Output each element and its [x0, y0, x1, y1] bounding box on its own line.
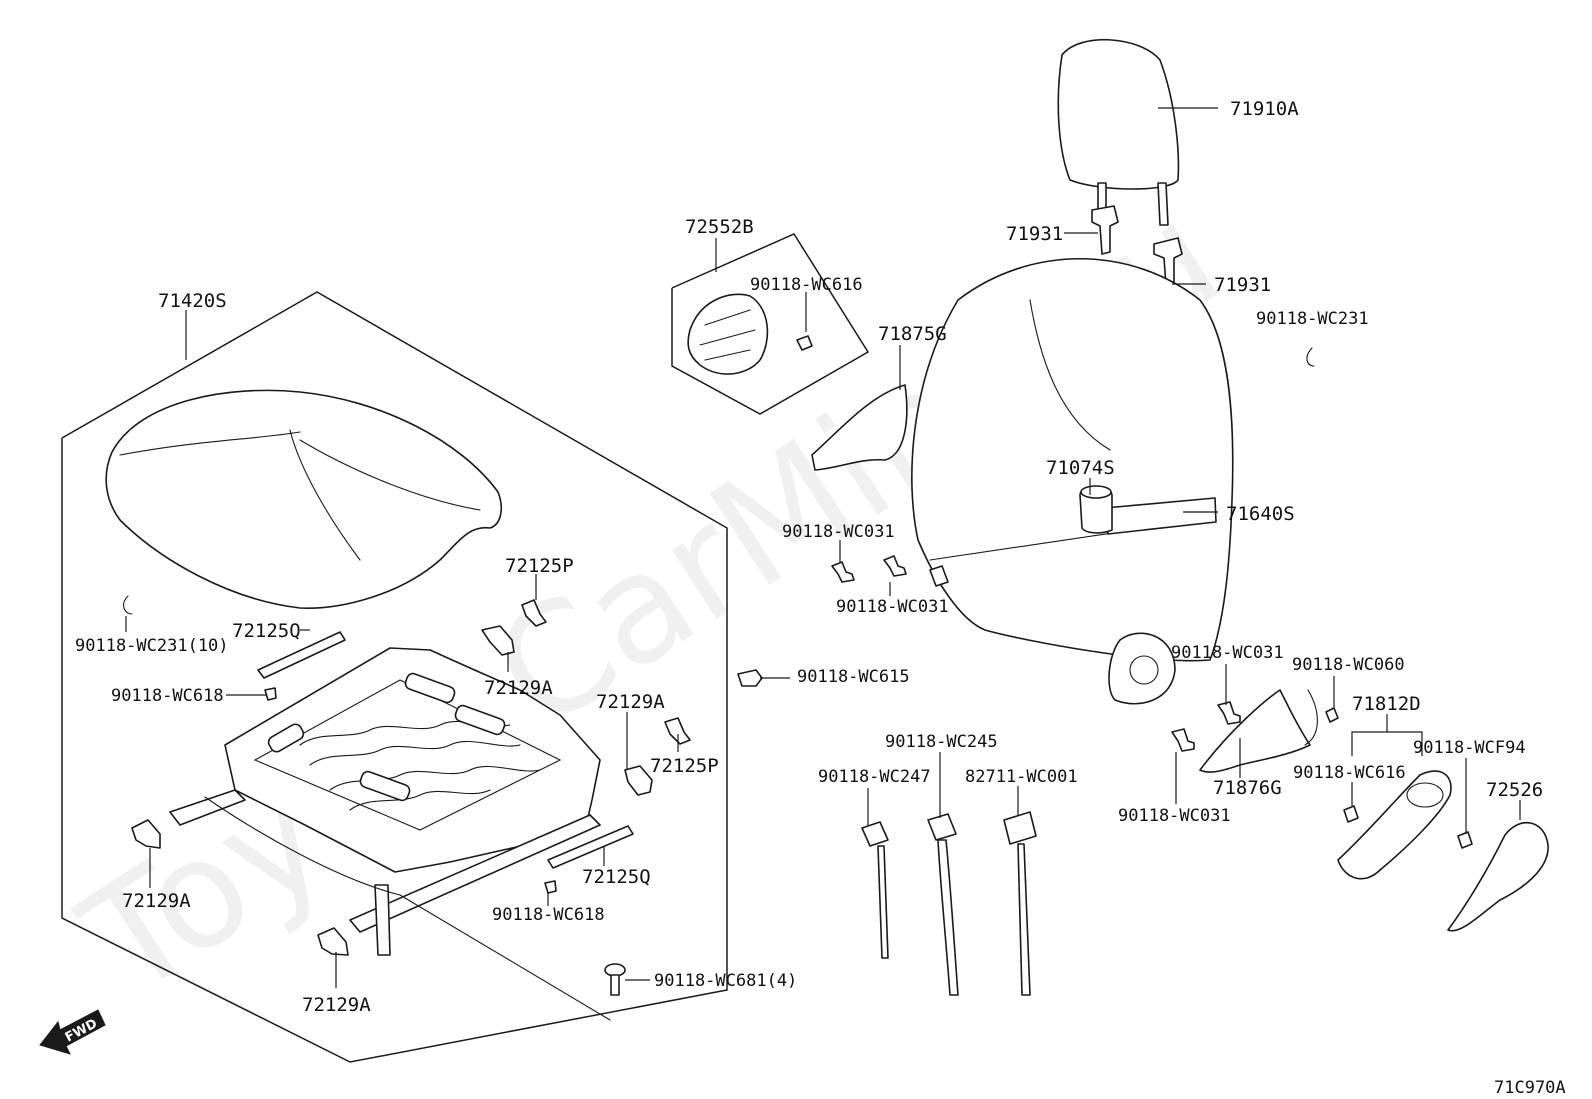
- seatback-module-72552B[interactable]: [687, 293, 769, 375]
- clip-wc616-b[interactable]: [1343, 805, 1359, 823]
- seat-shield-71875G[interactable]: [811, 384, 908, 471]
- label-71876G[interactable]: 71876G: [1213, 777, 1282, 799]
- label-82711-WC001[interactable]: 82711-WC001: [965, 767, 1078, 787]
- clip-72129A-top[interactable]: [481, 625, 515, 656]
- label-90118-WCF94[interactable]: 90118-WCF94: [1413, 738, 1526, 758]
- seat-shield-71876G[interactable]: [1199, 689, 1318, 773]
- label-72129A-a[interactable]: 72129A: [484, 677, 553, 699]
- headrest[interactable]: [1057, 38, 1180, 226]
- clip-72125P-top[interactable]: [521, 599, 547, 627]
- cushion-group-box: [61, 291, 728, 1063]
- clip-wc616-module[interactable]: [796, 335, 813, 351]
- label-90118-WC245[interactable]: 90118-WC245: [885, 732, 998, 752]
- part-labels: 71910A 71931 71931 72552B 90118-WC616 71…: [75, 98, 1566, 1098]
- label-72552B[interactable]: 72552B: [685, 216, 754, 238]
- clip-72125Q-left[interactable]: [257, 631, 346, 679]
- seat-cushion-frame[interactable]: [224, 647, 601, 873]
- screw-wcf94[interactable]: [1457, 831, 1473, 849]
- bolt-wc031-b[interactable]: [883, 555, 907, 577]
- label-90118-WC618-b[interactable]: 90118-WC618: [492, 905, 605, 925]
- leader-lines: [125, 107, 1521, 988]
- label-72129A-b[interactable]: 72129A: [596, 691, 665, 713]
- label-72125P-b[interactable]: 72125P: [650, 755, 719, 777]
- label-72125Q-a[interactable]: 72125Q: [232, 620, 301, 642]
- clip-72125P-mid[interactable]: [664, 717, 691, 745]
- diagram-code: 71C970A: [1494, 1078, 1566, 1098]
- seatback-cover[interactable]: [911, 258, 1234, 662]
- label-72129A-d[interactable]: 72129A: [302, 994, 371, 1016]
- module-box-72552B: [671, 233, 870, 415]
- headrest-support-71074S[interactable]: [1079, 485, 1113, 534]
- recliner-knob-72526[interactable]: [1447, 821, 1549, 932]
- label-71074S[interactable]: 71074S: [1046, 457, 1115, 479]
- label-72125P-a[interactable]: 72125P: [505, 555, 574, 577]
- label-90118-WC616-a[interactable]: 90118-WC616: [750, 275, 863, 295]
- label-71931-a[interactable]: 71931: [1006, 223, 1063, 245]
- screw-wc060[interactable]: [1325, 707, 1339, 723]
- label-71910A[interactable]: 71910A: [1230, 98, 1299, 120]
- clip-wc618-left[interactable]: [264, 687, 277, 701]
- label-90118-WC615[interactable]: 90118-WC615: [797, 667, 910, 687]
- label-90118-WC231-10[interactable]: 90118-WC231(10): [75, 636, 229, 656]
- hog-ring-wc231-a[interactable]: [1306, 347, 1315, 367]
- clip-72129A-left[interactable]: [131, 819, 161, 849]
- clamp-82711[interactable]: [1003, 811, 1037, 996]
- bolt-wc031-a[interactable]: [831, 561, 855, 583]
- label-90118-WC681-4[interactable]: 90118-WC681(4): [654, 971, 797, 991]
- label-90118-WC247[interactable]: 90118-WC247: [818, 767, 931, 787]
- bolt-wc031-c[interactable]: [1217, 701, 1241, 725]
- label-90118-WC616-b[interactable]: 90118-WC616: [1293, 763, 1406, 783]
- headrest-guide-left[interactable]: [1091, 205, 1119, 255]
- label-72129A-c[interactable]: 72129A: [122, 890, 191, 912]
- label-71875G[interactable]: 71875G: [878, 323, 947, 345]
- clip-72125Q-right[interactable]: [547, 825, 634, 869]
- clip-wc615[interactable]: [737, 669, 763, 687]
- clip-wc618-right[interactable]: [544, 880, 557, 894]
- bolt-wc031-d[interactable]: [1171, 728, 1195, 752]
- bolt-wc681[interactable]: [604, 963, 626, 996]
- label-90118-WC031-b[interactable]: 90118-WC031: [836, 597, 949, 617]
- cable-tie-wc247[interactable]: [861, 821, 889, 959]
- label-90118-WC031-d[interactable]: 90118-WC031: [1118, 806, 1231, 826]
- label-90118-WC031-c[interactable]: 90118-WC031: [1171, 643, 1284, 663]
- label-72125Q-b[interactable]: 72125Q: [582, 866, 651, 888]
- hog-ring-wc231-10[interactable]: [123, 595, 133, 615]
- label-71640S[interactable]: 71640S: [1226, 503, 1295, 525]
- label-71812D[interactable]: 71812D: [1352, 693, 1421, 715]
- seat-cushion-cover[interactable]: [105, 389, 502, 609]
- seat-track-rails[interactable]: [169, 789, 611, 1021]
- recliner-mechanism[interactable]: [1108, 632, 1176, 705]
- label-90118-WC031-a[interactable]: 90118-WC031: [782, 522, 895, 542]
- seatback-bracket-left[interactable]: [929, 565, 949, 587]
- cable-tie-wc245[interactable]: [927, 813, 959, 996]
- label-72526[interactable]: 72526: [1486, 779, 1543, 801]
- recliner-cover-71812D[interactable]: [1337, 770, 1452, 880]
- clip-72129A-bottom[interactable]: [317, 927, 349, 956]
- fwd-arrow-icon: FWD: [39, 1009, 106, 1055]
- label-90118-WC060[interactable]: 90118-WC060: [1292, 655, 1405, 675]
- clip-72129A-mid[interactable]: [624, 765, 653, 796]
- label-90118-WC618-a[interactable]: 90118-WC618: [111, 686, 224, 706]
- label-71420S[interactable]: 71420S: [158, 290, 227, 312]
- label-90118-WC231-a[interactable]: 90118-WC231: [1256, 309, 1369, 329]
- label-71931-b[interactable]: 71931: [1214, 274, 1271, 296]
